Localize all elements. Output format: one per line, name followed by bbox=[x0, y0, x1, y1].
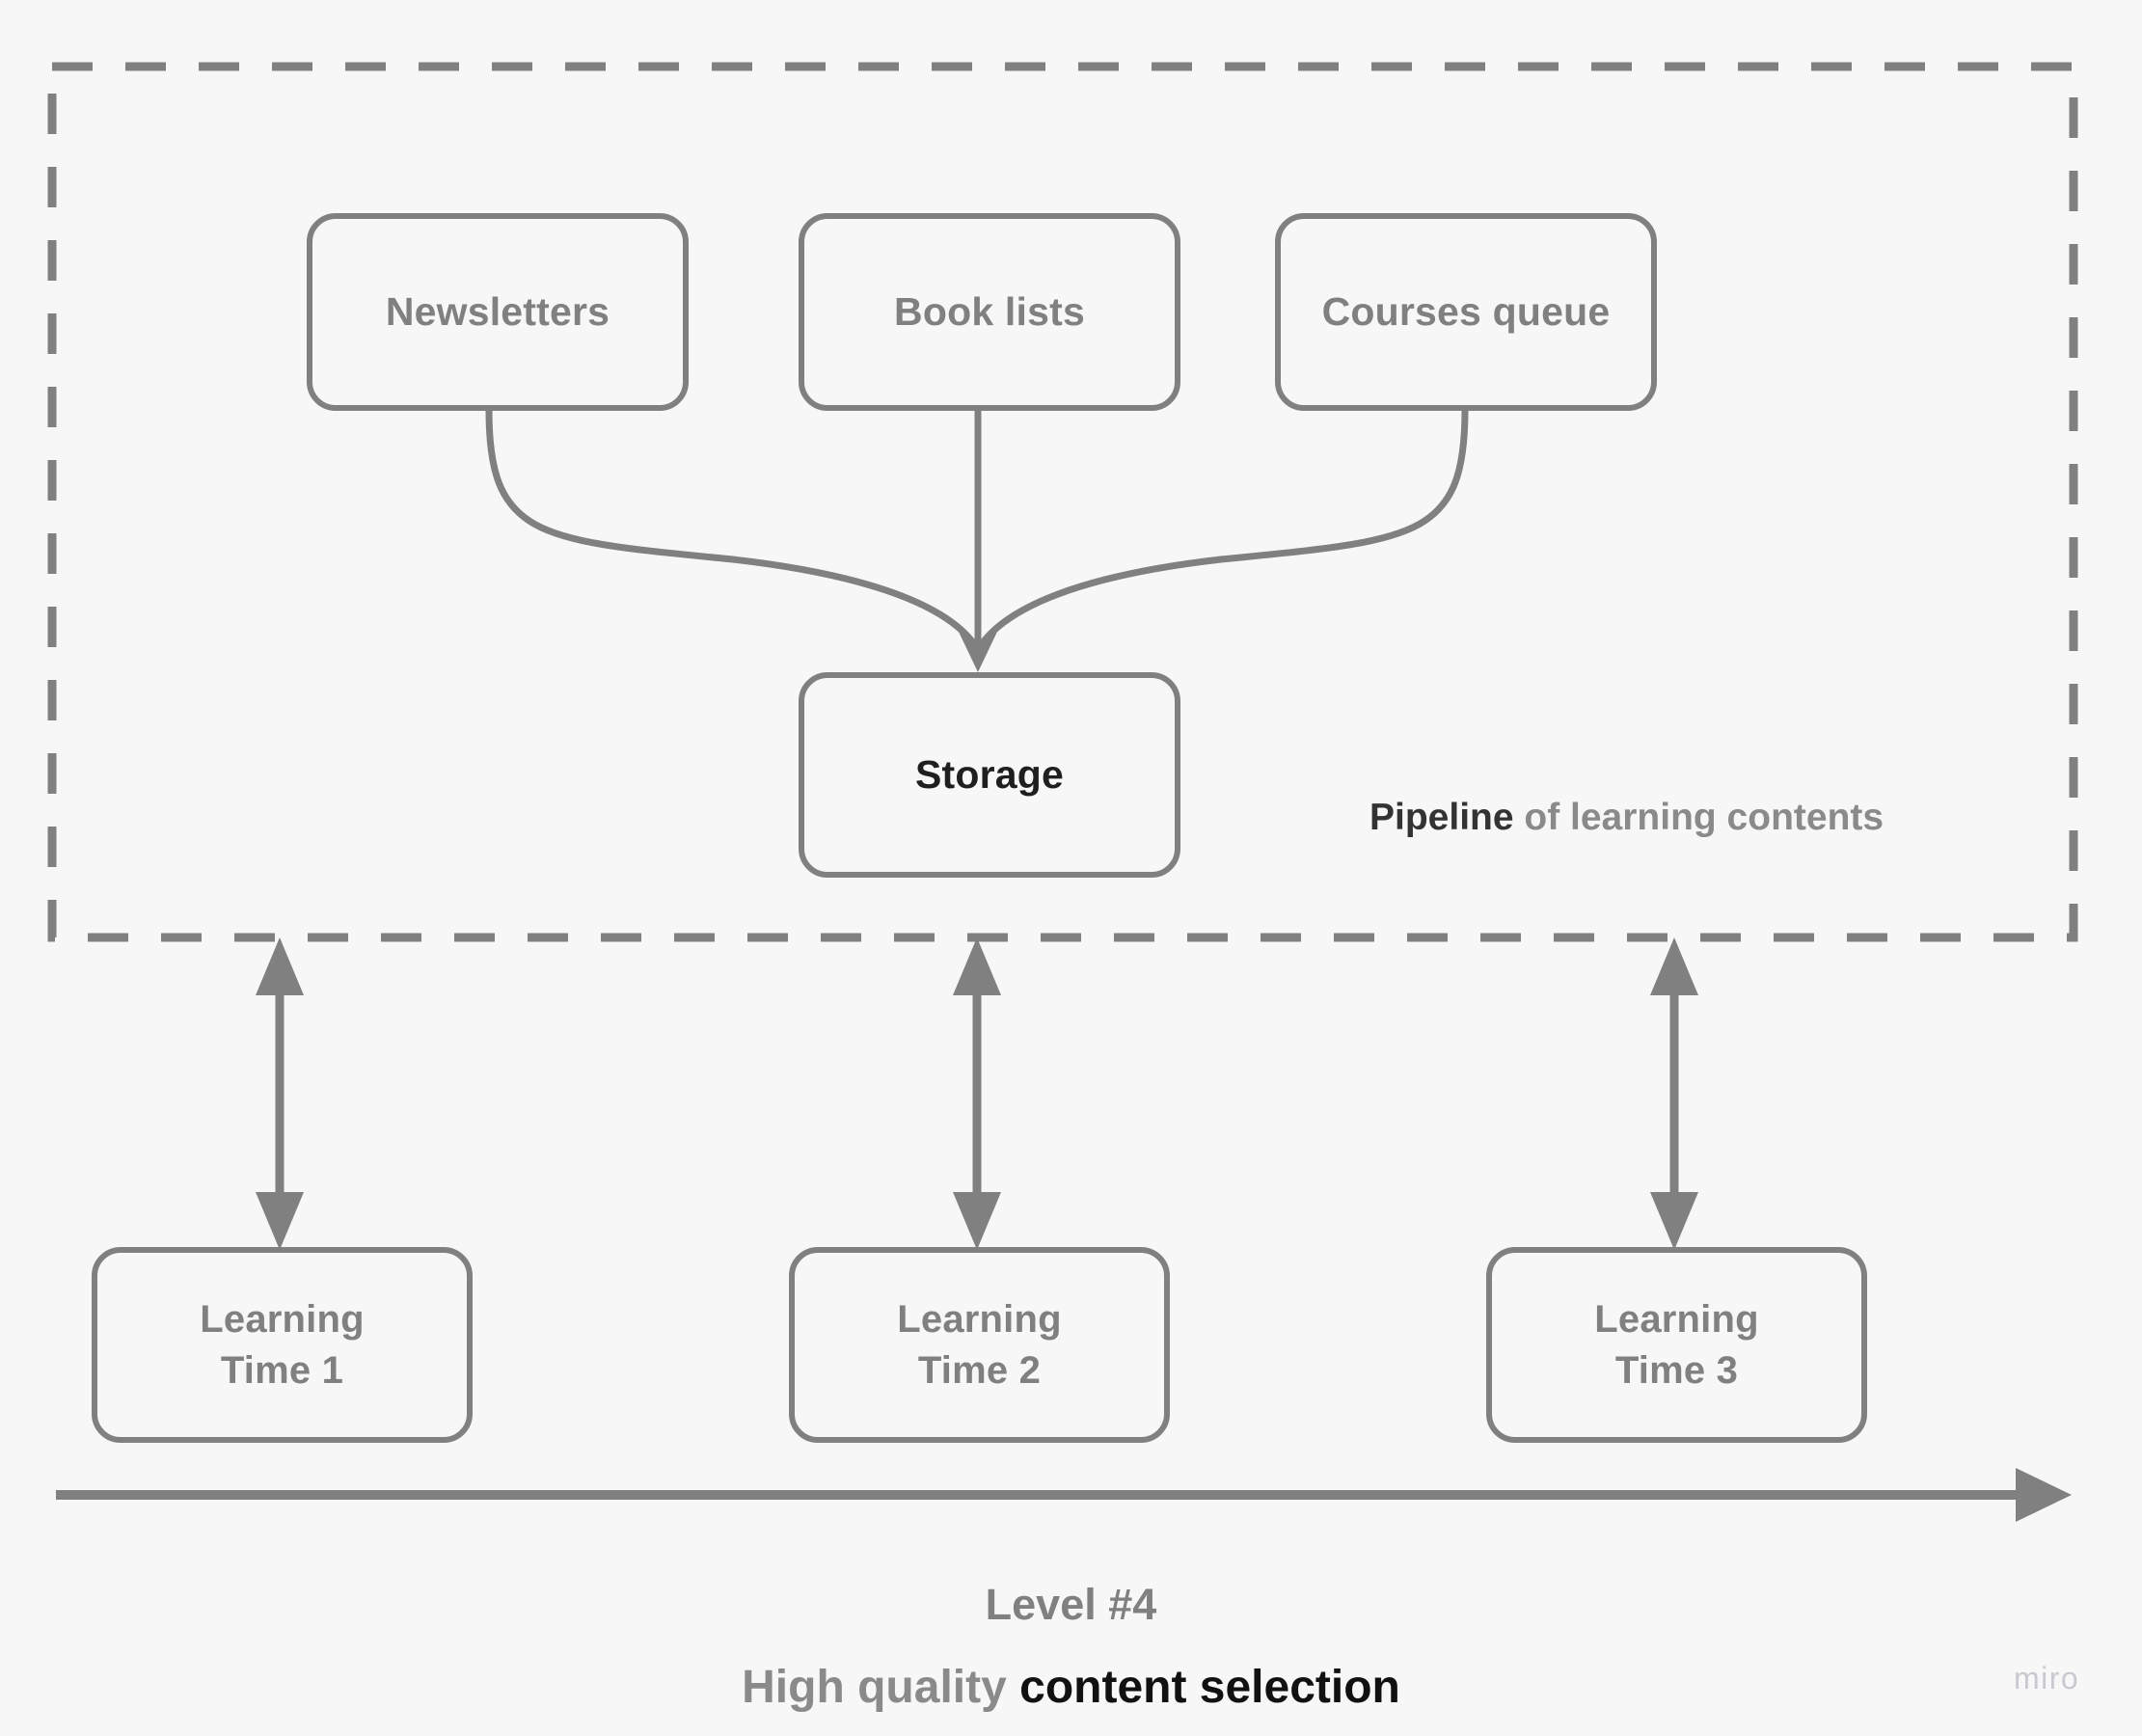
caption-main-strong: content selection bbox=[1019, 1662, 1400, 1713]
node-book-lists-label: Book lists bbox=[894, 289, 1085, 335]
node-learning-time-3[interactable]: Learning Time 3 bbox=[1486, 1247, 1867, 1443]
node-courses-queue-label: Courses queue bbox=[1321, 289, 1611, 335]
edge-coursesqueue-to-storage bbox=[975, 406, 1469, 652]
edge-pipeline-to-learning-time-1 bbox=[256, 937, 304, 1250]
caption-main: High quality content selection bbox=[0, 1661, 2142, 1714]
node-learning-time-1-label: Learning Time 1 bbox=[200, 1297, 365, 1392]
node-learning-time-2[interactable]: Learning Time 2 bbox=[789, 1247, 1170, 1443]
time-axis-arrow bbox=[56, 1468, 2072, 1522]
node-learning-time-2-label: Learning Time 2 bbox=[897, 1297, 1062, 1392]
miro-watermark-text: miro bbox=[2014, 1661, 2080, 1695]
node-learning-time-1[interactable]: Learning Time 1 bbox=[92, 1247, 473, 1443]
node-storage[interactable]: Storage bbox=[799, 672, 1180, 878]
node-courses-queue[interactable]: Courses queue bbox=[1275, 213, 1657, 411]
storage-inbound-arrowhead bbox=[959, 632, 997, 672]
pipeline-region-label-strong: Pipeline bbox=[1369, 797, 1514, 838]
node-book-lists[interactable]: Book lists bbox=[799, 213, 1180, 411]
edge-newsletters-to-storage bbox=[485, 406, 981, 652]
node-newsletters-label: Newsletters bbox=[385, 289, 610, 335]
caption-main-muted: High quality bbox=[742, 1662, 1020, 1713]
caption-level: Level #4 bbox=[0, 1580, 2142, 1630]
edge-pipeline-to-learning-time-2 bbox=[953, 937, 1001, 1250]
edge-pipeline-to-learning-time-3 bbox=[1650, 937, 1698, 1250]
node-learning-time-3-label: Learning Time 3 bbox=[1594, 1297, 1759, 1392]
node-newsletters[interactable]: Newsletters bbox=[307, 213, 689, 411]
miro-watermark: miro bbox=[2014, 1661, 2079, 1696]
pipeline-region-label-muted: of learning contents bbox=[1513, 797, 1884, 838]
pipeline-region-label: Pipeline of learning contents bbox=[1369, 797, 1884, 839]
caption-level-text: Level #4 bbox=[985, 1580, 1157, 1629]
node-storage-label: Storage bbox=[914, 752, 1065, 798]
